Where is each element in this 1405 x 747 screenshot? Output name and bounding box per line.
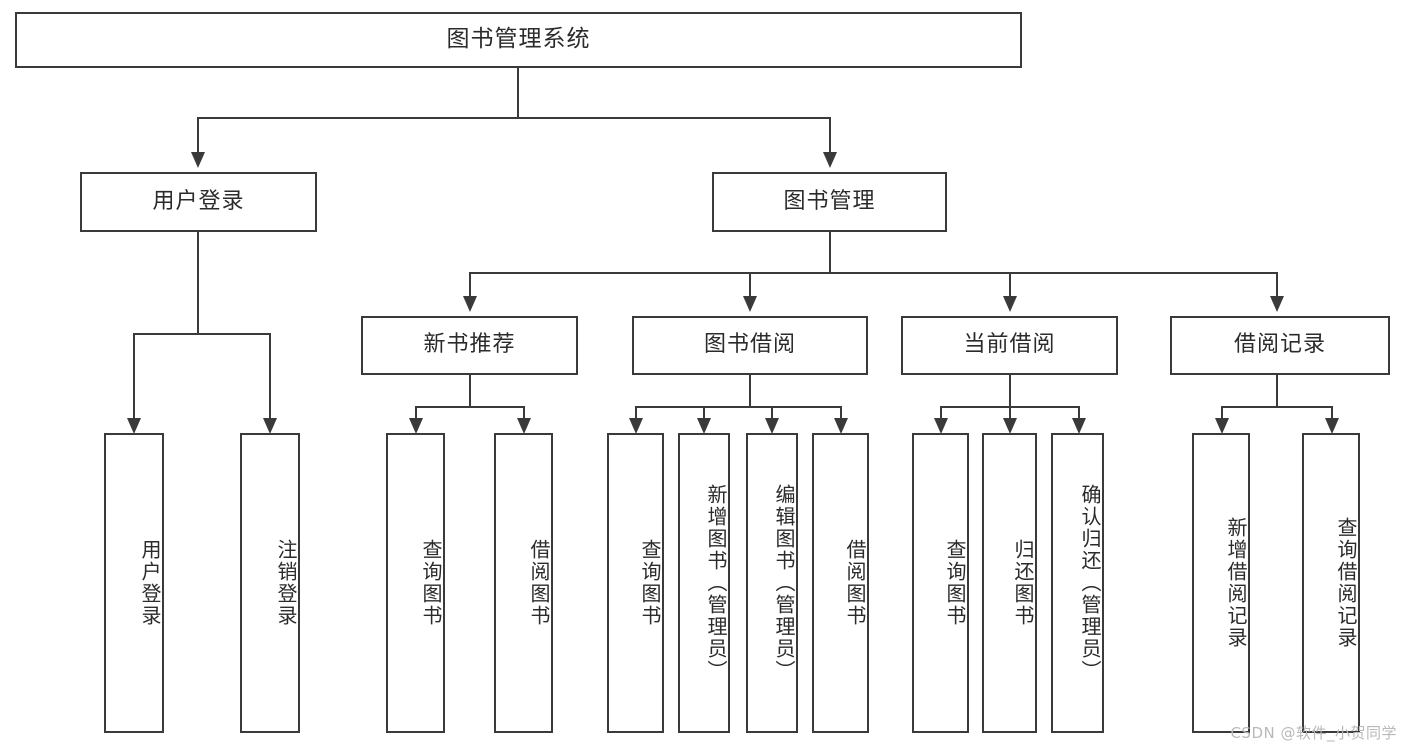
node-label: 确认归还（管理员） [1078,484,1102,682]
arrow-down-icon [409,418,423,434]
connector-to-child [469,272,471,298]
node-book-management[interactable]: 图书管理 [712,172,947,232]
leaf-user-login[interactable]: 用户登录 [104,433,164,733]
leaf-query-book-current[interactable]: 查询图书 [912,433,969,733]
connector-to-child [1276,272,1278,298]
connector-root-to-user-login [197,117,199,154]
node-new-book-recommend[interactable]: 新书推荐 [361,316,578,375]
connector-borrow-record-bus [1222,406,1332,408]
leaf-borrow-book[interactable]: 借阅图书 [812,433,869,733]
connector-book-mgmt-stem [829,232,831,274]
node-label: 查询图书 [638,539,662,627]
node-label: 用户登录 [138,539,162,627]
connector-to-leaf [771,406,773,420]
connector-to-leaf [269,333,271,420]
arrow-down-icon [743,296,757,312]
node-root-system[interactable]: 图书管理系统 [15,12,1022,68]
connector-to-leaf [133,333,135,420]
node-label: 借阅图书 [527,539,551,627]
node-label: 图书管理系统 [446,26,591,53]
arrow-down-icon [1270,296,1284,312]
leaf-edit-book-admin[interactable]: 编辑图书（管理员） [746,433,798,733]
node-label: 借阅记录 [1233,332,1326,358]
connector-book-borrow-bus [636,406,841,408]
connector-to-leaf [840,406,842,420]
arrow-down-icon [127,418,141,434]
connector-user-login-bus [134,333,271,335]
connector-root-stem [517,68,519,118]
node-label: 查询借阅记录 [1334,517,1358,649]
node-label: 查询图书 [419,539,443,627]
connector-to-leaf [415,406,417,420]
connector-new-book-stem [469,375,471,407]
node-label: 当前借阅 [963,332,1056,358]
connector-to-leaf [635,406,637,420]
connector-root-to-book-mgmt [829,117,831,154]
connector-to-child [749,272,751,298]
node-label: 图书借阅 [703,332,796,358]
arrow-down-icon [1325,418,1339,434]
arrow-down-icon [765,418,779,434]
node-label: 用户登录 [152,188,245,214]
connector-user-login-stem [197,232,199,334]
connector-book-mgmt-bus [470,272,1277,274]
arrow-down-icon [1215,418,1229,434]
node-current-borrow[interactable]: 当前借阅 [901,316,1118,375]
arrow-down-icon [1072,418,1086,434]
connector-to-leaf [1331,406,1333,420]
node-label: 借阅图书 [843,539,867,627]
node-user-login[interactable]: 用户登录 [80,172,317,232]
leaf-add-borrow-record[interactable]: 新增借阅记录 [1192,433,1250,733]
arrow-down-icon [463,296,477,312]
node-label: 编辑图书（管理员） [772,484,796,682]
node-label: 归还图书 [1011,539,1035,627]
node-borrow-record[interactable]: 借阅记录 [1170,316,1390,375]
leaf-return-book[interactable]: 归还图书 [982,433,1037,733]
node-label: 查询图书 [943,539,967,627]
leaf-confirm-return-admin[interactable]: 确认归还（管理员） [1051,433,1104,733]
connector-borrow-record-stem [1276,375,1278,407]
connector-to-child [1009,272,1011,298]
arrow-down-icon [1003,296,1017,312]
leaf-add-book-admin[interactable]: 新增图书（管理员） [678,433,730,733]
connector-to-leaf [940,406,942,420]
arrow-down-icon [191,152,205,168]
node-label: 新书推荐 [423,332,516,358]
arrow-down-icon [1003,418,1017,434]
connector-to-leaf [1078,406,1080,420]
connector-new-book-bus [416,406,524,408]
arrow-down-icon [934,418,948,434]
node-label: 注销登录 [274,539,298,627]
connector-to-leaf [1009,406,1011,420]
arrow-down-icon [697,418,711,434]
arrow-down-icon [834,418,848,434]
arrow-down-icon [823,152,837,168]
connector-root-bus [198,117,831,119]
node-label: 新增图书（管理员） [704,484,728,682]
leaf-query-borrow-record[interactable]: 查询借阅记录 [1302,433,1360,733]
node-label: 图书管理 [783,188,876,214]
arrow-down-icon [517,418,531,434]
node-book-borrow[interactable]: 图书借阅 [632,316,868,375]
leaf-logout[interactable]: 注销登录 [240,433,300,733]
arrow-down-icon [263,418,277,434]
arrow-down-icon [629,418,643,434]
connector-current-borrow-stem [1009,375,1011,407]
connector-to-leaf [523,406,525,420]
leaf-query-book-recommend[interactable]: 查询图书 [386,433,445,733]
node-label: 新增借阅记录 [1224,517,1248,649]
leaf-query-book-borrow[interactable]: 查询图书 [607,433,664,733]
connector-to-leaf [1221,406,1223,420]
connector-book-borrow-stem [749,375,751,407]
leaf-borrow-book-recommend[interactable]: 借阅图书 [494,433,553,733]
connector-to-leaf [703,406,705,420]
